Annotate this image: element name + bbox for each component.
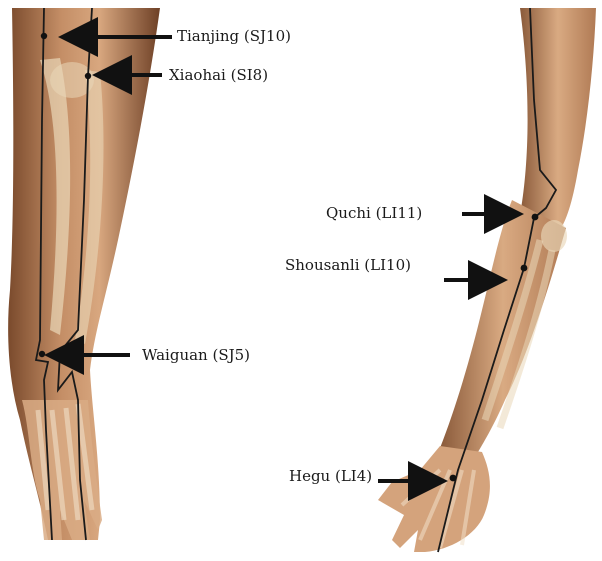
hegu-label: Hegu (LI4) (289, 467, 372, 485)
left-arm (8, 8, 160, 540)
xiaohai-point (85, 73, 91, 79)
quchi-label: Quchi (LI11) (326, 204, 422, 222)
hegu-point (450, 475, 457, 482)
right-elbow-bone (541, 220, 567, 252)
tianjing-label: Tianjing (SJ10) (177, 27, 291, 45)
waiguan-label: Waiguan (SJ5) (142, 346, 250, 364)
waiguan-point (39, 351, 45, 357)
tianjing-point (41, 33, 47, 39)
shousanli-label: Shousanli (LI10) (285, 256, 411, 274)
shousanli-point (521, 265, 528, 272)
right-hand-skin (378, 446, 490, 552)
xiaohai-label: Xiaohai (SI8) (169, 66, 268, 84)
quchi-point (532, 214, 539, 221)
